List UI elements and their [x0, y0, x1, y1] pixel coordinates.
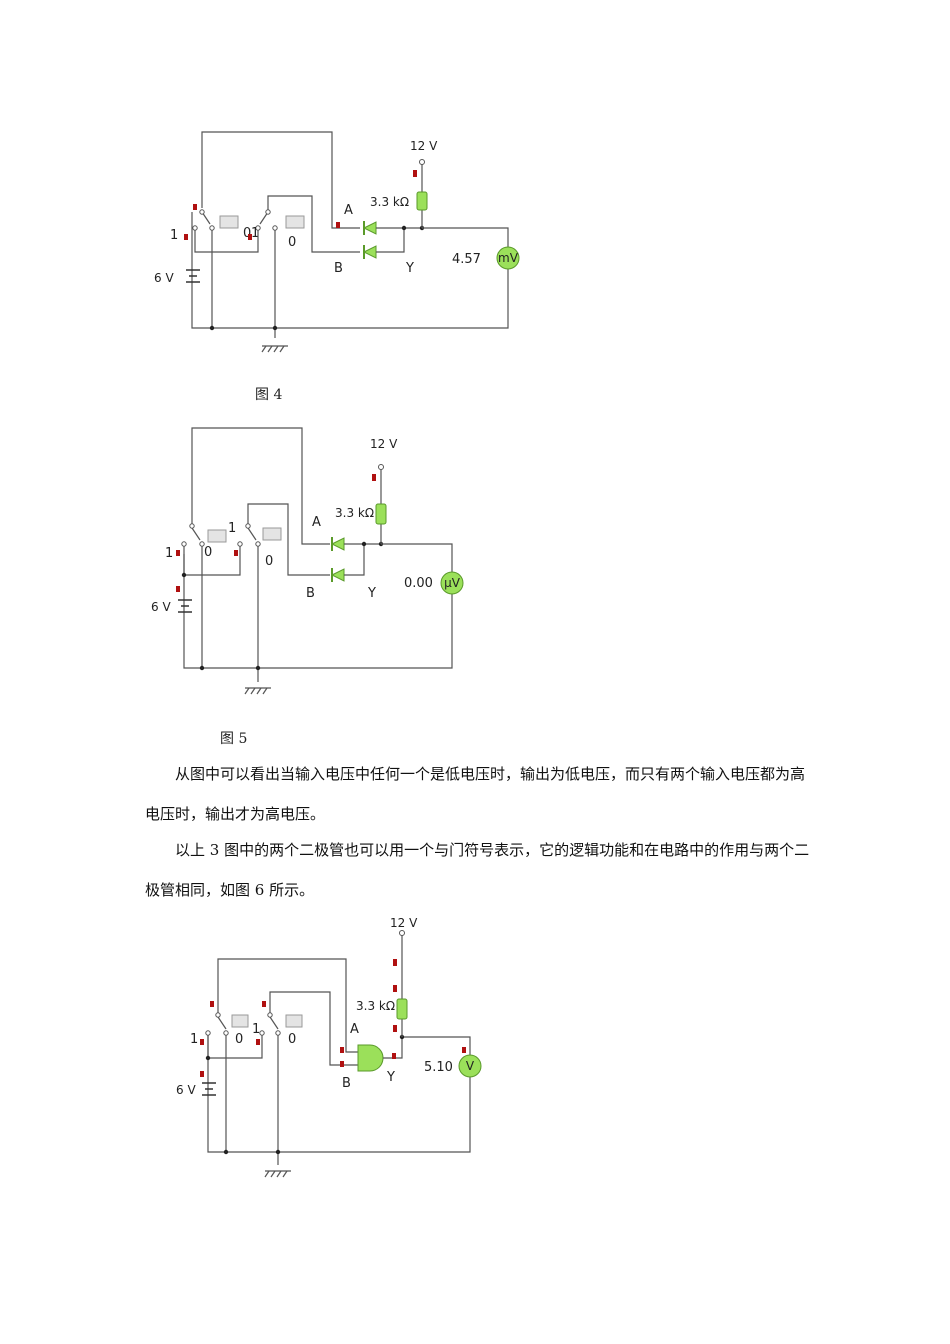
resistor-label: 3.3 kΩ [335, 506, 374, 520]
switch-2-on-label: 1 [251, 226, 259, 241]
switch-1-on-label: 1 [190, 1032, 198, 1047]
meter-reading: 5.10 [424, 1060, 453, 1075]
wire-a-loop [201, 131, 360, 229]
figure-5-schematic: 12 V 3.3 kΩ μV 0.00 1 0 1 0 6 V A B Y [151, 427, 464, 695]
meter-icon [458, 1054, 482, 1078]
switch-2-toggle[interactable] [285, 1014, 303, 1028]
resistor-icon [375, 503, 387, 525]
switch-2-off-label: 0 [265, 554, 273, 569]
switch-2-on-label: 1 [228, 521, 236, 536]
switch-2-toggle[interactable] [262, 527, 282, 541]
meter-unit: mV [498, 251, 519, 265]
output-y-label: Y [386, 1070, 395, 1085]
diode-a-icon [362, 221, 377, 235]
diode-a-icon [330, 537, 345, 551]
resistor-icon [396, 998, 408, 1020]
figure-5-circuit: 12 V 3.3 kΩ μV 0.00 1 0 1 0 6 V A B Y [0, 420, 950, 700]
switch-2-off-label: 0 [288, 235, 296, 250]
paragraph-and-gate: 以上 3 图中的两个二极管也可以用一个与门符号表示，它的逻辑功能和在电路中的作用… [145, 841, 810, 899]
meter-unit: μV [444, 576, 461, 590]
switch-1-toggle[interactable] [231, 1014, 249, 1028]
switch-1-toggle[interactable] [219, 215, 239, 229]
resistor-icon [416, 191, 428, 211]
input-a-label: A [312, 515, 321, 530]
wire-diode-join [376, 227, 422, 253]
diode-b-icon [362, 245, 377, 259]
output-y-label: Y [405, 261, 414, 276]
switch-1-toggle[interactable] [207, 529, 227, 543]
figure-6-circuit: 12 V 3.3 kΩ V 5.10 1 0 1 0 6 V A B Y [0, 915, 950, 1180]
switch-1-on-label: 1 [165, 546, 173, 561]
input-b-label: B [342, 1076, 351, 1091]
meter-icon [440, 571, 464, 595]
and-gate-icon [357, 1044, 384, 1072]
supply-label: 12 V [370, 437, 398, 451]
battery-label: 6 V [154, 271, 174, 285]
output-y-label: Y [367, 586, 376, 601]
resistor-label: 3.3 kΩ [356, 999, 395, 1013]
switch-1-off-label: 0 [235, 1032, 243, 1047]
supply-label: 12 V [410, 139, 438, 153]
figure-4-schematic: 12 V 3.3 kΩ mV 4.57 1 0 1 0 6 V A B Y [154, 131, 520, 353]
meter-reading: 4.57 [452, 252, 481, 267]
figure-4-caption: 图 4 [255, 387, 283, 403]
meter-icon [496, 246, 520, 270]
figure-6-schematic: 12 V 3.3 kΩ V 5.10 1 0 1 0 6 V A B Y [176, 916, 482, 1178]
input-a-label: A [350, 1022, 359, 1037]
switch-1-off-label: 0 [243, 226, 251, 241]
switch-2-toggle[interactable] [285, 215, 305, 229]
switch-2-off-label: 0 [288, 1032, 296, 1047]
switch-1-on-label: 1 [170, 228, 178, 243]
supply-label: 12 V [390, 916, 418, 930]
figure-4-circuit: 12 V 3.3 kΩ mV 4.57 1 0 1 0 6 V A B Y [0, 120, 950, 360]
meter-reading: 0.00 [404, 576, 433, 591]
switch-2-on-label: 1 [252, 1022, 260, 1037]
meter-unit: V [466, 1059, 475, 1073]
diode-b-icon [330, 568, 345, 582]
input-b-label: B [306, 586, 315, 601]
battery-label: 6 V [151, 600, 171, 614]
switch-1-off-label: 0 [204, 545, 212, 560]
figure-5-caption: 图 5 [220, 731, 248, 747]
input-a-label: A [344, 203, 353, 218]
paragraph-conclusion: 从图中可以看出当输入电压中任何一个是低电压时，输出为低电压，而只有两个输入电压都… [145, 765, 806, 823]
battery-label: 6 V [176, 1083, 196, 1097]
input-b-label: B [334, 261, 343, 276]
resistor-label: 3.3 kΩ [370, 195, 409, 209]
wire-b-loop [267, 195, 360, 253]
